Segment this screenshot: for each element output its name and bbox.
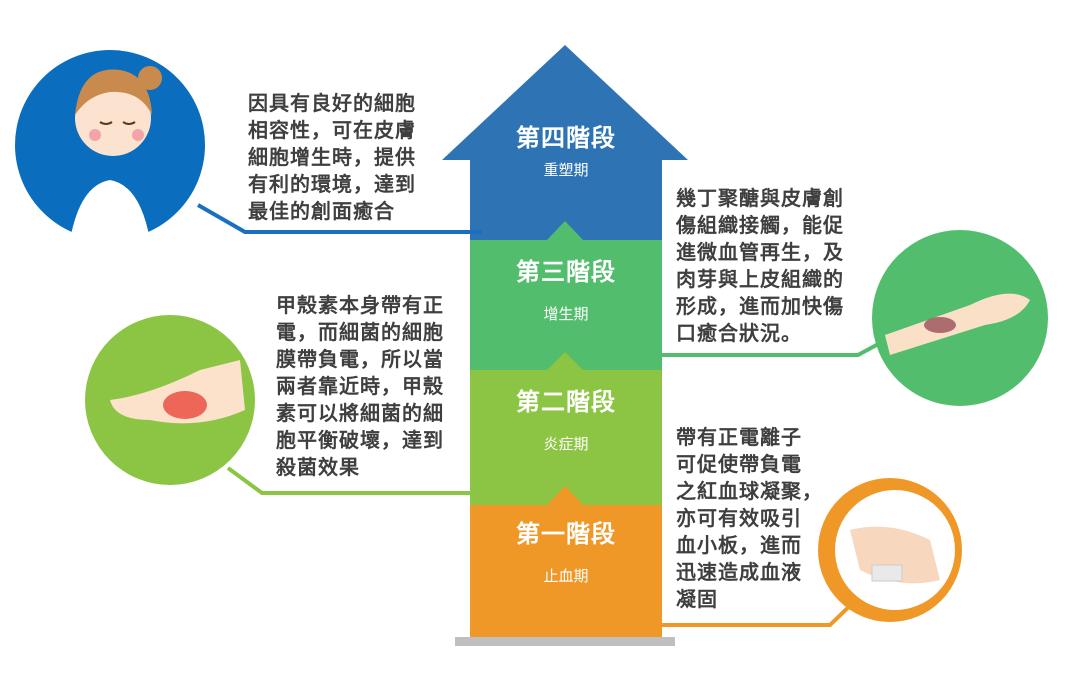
stage4-subtitle: 重塑期 xyxy=(543,161,589,179)
bandage-illustration xyxy=(818,478,962,622)
leg-wound-illustration xyxy=(85,315,255,485)
stage4-title: 第四階段 xyxy=(516,124,616,152)
stage1-block xyxy=(470,505,662,637)
connector-stage4 xyxy=(197,203,482,234)
stage2-block xyxy=(470,370,662,505)
stage3-subtitle: 增生期 xyxy=(543,305,589,323)
stage1-label: 第一階段 止血期 xyxy=(470,514,662,586)
arm-bruise-illustration xyxy=(872,230,1048,406)
stage3-block xyxy=(470,240,662,370)
stage1-title: 第一階段 xyxy=(516,520,616,548)
stage1-peak xyxy=(547,486,583,505)
stage4-arrow xyxy=(442,45,688,240)
stage1-subtitle: 止血期 xyxy=(543,567,589,585)
stage2-label: 第二階段 炎症期 xyxy=(470,382,662,454)
woman-illustration xyxy=(15,50,205,240)
stage4-note: 因具有良好的細胞 相容性，可在皮膚 細胞增生時，提供 有利的環境，達到 最佳的創… xyxy=(248,91,416,223)
stage3-title: 第三階段 xyxy=(516,258,616,286)
stage3-peak xyxy=(547,221,583,240)
connector-stage2 xyxy=(226,466,470,495)
stage3-label: 第三階段 增生期 xyxy=(470,252,662,324)
stage2-note: 甲殼素本身帶有正 電，而細菌的細胞 膜帶負電，所以當 兩者靠近時，甲殼 素可以將… xyxy=(276,293,444,479)
stage2-subtitle: 炎症期 xyxy=(543,435,589,453)
stage4-label: 第四階段 重塑期 xyxy=(470,118,662,180)
stage2-peak xyxy=(547,352,583,370)
stage2-title: 第二階段 xyxy=(516,388,616,416)
stage1-note: 帶有正電離子 可促使帶負電 之紅血球凝聚， 亦可有效吸引 血小板，進而 迅速造成… xyxy=(676,425,823,611)
stage3-note: 幾丁聚醣與皮膚創 傷組織接觸，能促 進微血管再生，及 肉芽與上皮組織的 形成，進… xyxy=(676,186,844,345)
base-bar xyxy=(455,637,675,646)
